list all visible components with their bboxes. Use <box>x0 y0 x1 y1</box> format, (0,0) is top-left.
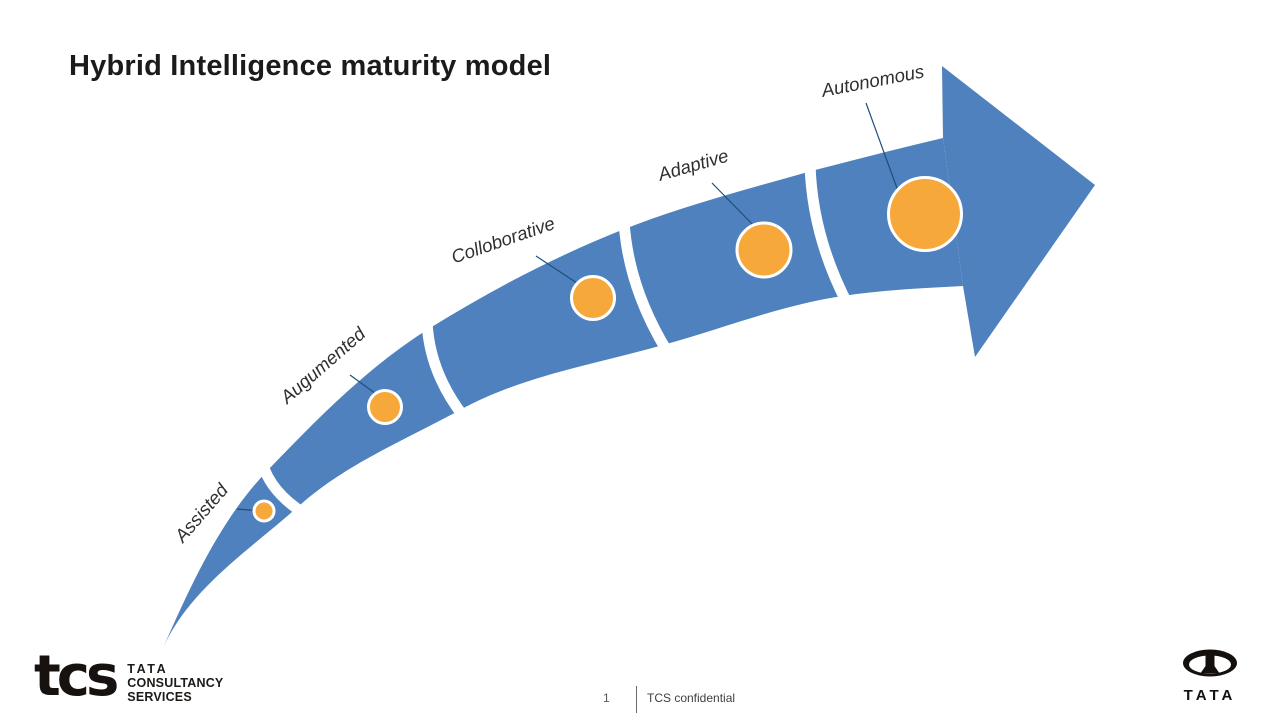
stage-circle-assisted <box>252 499 276 523</box>
segment-gap-2 <box>421 320 469 421</box>
stage-circle-autonomous <box>887 176 963 252</box>
tata-wordmark: TATA <box>1183 687 1237 704</box>
stage-circle-adaptive <box>735 221 793 279</box>
leader-line-adaptive <box>711 182 759 231</box>
stage-label-adaptive: Adaptive <box>655 145 731 185</box>
tata-logo: TATA <box>1175 646 1245 704</box>
tcs-logo: tcs TATA CONSULTANCY SERVICES <box>34 648 223 706</box>
tcs-logo-line-services: SERVICES <box>127 690 192 704</box>
tcs-logo-line-consultancy: CONSULTANCY <box>127 676 224 690</box>
leader-line-autonomous <box>865 102 899 192</box>
tcs-logo-line-tata: TATA <box>127 662 169 676</box>
tcs-wordmark: tcs <box>34 644 119 709</box>
footer-divider <box>636 686 637 713</box>
stage-circle-augumented <box>367 389 403 425</box>
arrow-head <box>942 66 1095 357</box>
segment-gap-4 <box>804 163 852 306</box>
tcs-logo-text: TATA CONSULTANCY SERVICES <box>127 662 223 704</box>
page-number: 1 <box>603 691 610 705</box>
stage-label-autonomous: Autonomous <box>819 60 926 101</box>
stage-circle-colloborative <box>570 275 616 321</box>
segment-gap-1 <box>256 460 308 519</box>
segment-gap-3 <box>618 220 672 354</box>
tata-emblem-icon <box>1183 649 1237 677</box>
slide-title: Hybrid Intelligence maturity model <box>69 50 552 82</box>
confidential-label: TCS confidential <box>647 691 736 705</box>
